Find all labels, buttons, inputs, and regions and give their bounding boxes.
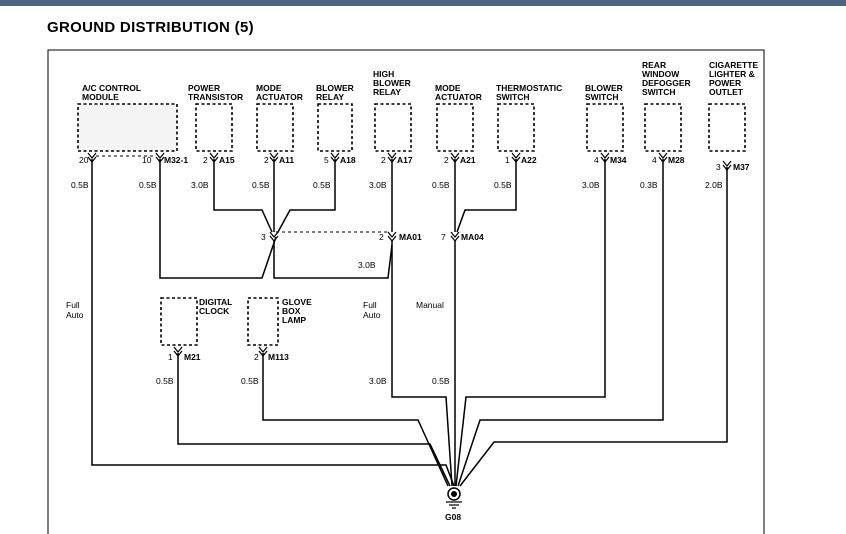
connector-a18: A18 — [340, 155, 356, 165]
wire-label-mode-actuator-2: 0.5B — [432, 180, 450, 190]
wire-glove-box-lamp — [262, 353, 449, 487]
pin-mode-actuator-2: 2 — [444, 155, 449, 165]
pin-rear-defogger: 4 — [652, 155, 657, 165]
wire-label-splice-bus: 3.0B — [358, 260, 376, 270]
high-blower-relay-box — [374, 103, 412, 152]
note-manual: Manual — [416, 300, 444, 310]
pin-ac-20: 20 — [79, 155, 89, 165]
wire-label-blower-switch: 3.0B — [582, 180, 600, 190]
wire-cigarette-lighter — [459, 167, 728, 487]
wire-ac-20 — [91, 159, 455, 487]
connector-a11: A11 — [279, 155, 294, 165]
pin-markers — [87, 152, 732, 357]
connector-a22: A22 — [521, 155, 537, 165]
pin-blower-switch: 4 — [594, 155, 599, 165]
pin-splice-7: 7 — [441, 232, 446, 242]
wire-label-rear-defogger: 0.3B — [640, 180, 658, 190]
pin-blower-relay: 5 — [324, 155, 329, 165]
wire-full-auto — [391, 241, 453, 487]
pin-power-transistor: 2 — [203, 155, 208, 165]
wire-label-glove-box-lamp: 0.5B — [241, 376, 259, 386]
connector-a21: A21 — [460, 155, 476, 165]
digital-clock-label: DIGITAL CLOCK — [199, 297, 235, 316]
thermostatic-switch-label: THERMOSTATIC SWITCH — [496, 83, 565, 102]
cigarette-lighter-box — [708, 103, 746, 152]
digital-clock-box — [160, 297, 198, 346]
connector-m37: M37 — [733, 162, 750, 172]
ac-control-module-label: A/C CONTROL MODULE — [82, 83, 143, 102]
ac-control-module-box — [77, 103, 178, 152]
power-transistor-box — [195, 103, 233, 152]
connector-ma01: MA01 — [399, 232, 422, 242]
wire-thermostatic-switch — [456, 159, 517, 233]
blower-relay-box — [317, 103, 353, 152]
connector-ma04: MA04 — [461, 232, 484, 242]
wire-label-blower-relay: 0.5B — [313, 180, 331, 190]
power-transistor-label: POWER TRANSISTOR — [188, 83, 243, 102]
pin-splice-2: 2 — [379, 232, 384, 242]
wire-digital-clock — [177, 353, 451, 487]
wire-splice-bus — [273, 241, 393, 279]
page-title: GROUND DISTRIBUTION (5) — [47, 19, 254, 36]
mode-actuator-2-box — [436, 103, 474, 152]
connector-m28: M28 — [668, 155, 685, 165]
pin-digital-clock: 1 — [168, 352, 173, 362]
wire-label-full-auto: 3.0B — [369, 376, 387, 386]
glove-box-lamp-label: GLOVE BOX LAMP — [282, 297, 314, 325]
wire-label-high-blower-relay: 3.0B — [369, 180, 387, 190]
mode-actuator-box — [256, 103, 294, 152]
wire-label-ac-10: 0.5B — [139, 180, 157, 190]
wire-blower-switch — [455, 159, 606, 487]
cigarette-lighter-label: CIGARETTE LIGHTER & POWER OUTLET — [709, 60, 761, 97]
pin-cigarette-lighter: 3 — [716, 162, 721, 172]
connector-m21: M21 — [184, 352, 201, 362]
wire-label-digital-clock: 0.5B — [156, 376, 174, 386]
mode-actuator-2-label: MODE ACTUATOR — [435, 83, 482, 102]
mode-actuator-label: MODE ACTUATOR — [256, 83, 303, 102]
blower-relay-label: BLOWER RELAY — [316, 83, 356, 102]
connector-a15: A15 — [219, 155, 235, 165]
rear-window-defogger-switch-box — [644, 103, 682, 152]
wire-label-manual: 0.5B — [432, 376, 450, 386]
ground-label: G08 — [445, 512, 461, 522]
pin-thermostatic-switch: 1 — [505, 155, 510, 165]
wire-label-cigarette-lighter: 2.0B — [705, 180, 723, 190]
pin-ac-10: 10 — [142, 155, 152, 165]
pin-high-blower-relay: 2 — [381, 155, 386, 165]
ground-icon — [446, 487, 462, 509]
glove-box-lamp-box — [247, 297, 279, 346]
connector-m34: M34 — [610, 155, 627, 165]
blower-switch-label: BLOWER SWITCH — [585, 83, 625, 102]
high-blower-relay-label: HIGH BLOWER RELAY — [373, 69, 413, 97]
rear-window-defogger-switch-label: REAR WINDOW DEFOGGER SWITCH — [642, 60, 693, 97]
connector-m32-1: M32-1 — [164, 155, 188, 165]
connector-a17: A17 — [397, 155, 413, 165]
wire-label-power-transistor: 3.0B — [191, 180, 209, 190]
pin-mode-actuator: 2 — [264, 155, 269, 165]
top-bar — [0, 0, 846, 6]
note-full-auto-mid: Full Auto — [363, 300, 381, 320]
pin-splice-3: 3 — [261, 232, 266, 242]
blower-switch-box — [586, 103, 624, 152]
wire-power-transistor — [213, 159, 273, 233]
wire-rear-defogger — [457, 159, 664, 487]
diagram-frame — [47, 49, 765, 534]
wire-label-mode-actuator: 0.5B — [252, 180, 270, 190]
connector-m113: M113 — [268, 352, 289, 362]
wire-blower-relay — [277, 159, 336, 233]
wire-label-ac-20: 0.5B — [71, 180, 89, 190]
note-full-auto-left: Full Auto — [66, 300, 84, 320]
thermostatic-switch-box — [497, 103, 535, 152]
wire-ac-10 — [159, 159, 277, 279]
pin-glove-box-lamp: 2 — [254, 352, 259, 362]
wire-label-thermostatic-switch: 0.5B — [494, 180, 512, 190]
